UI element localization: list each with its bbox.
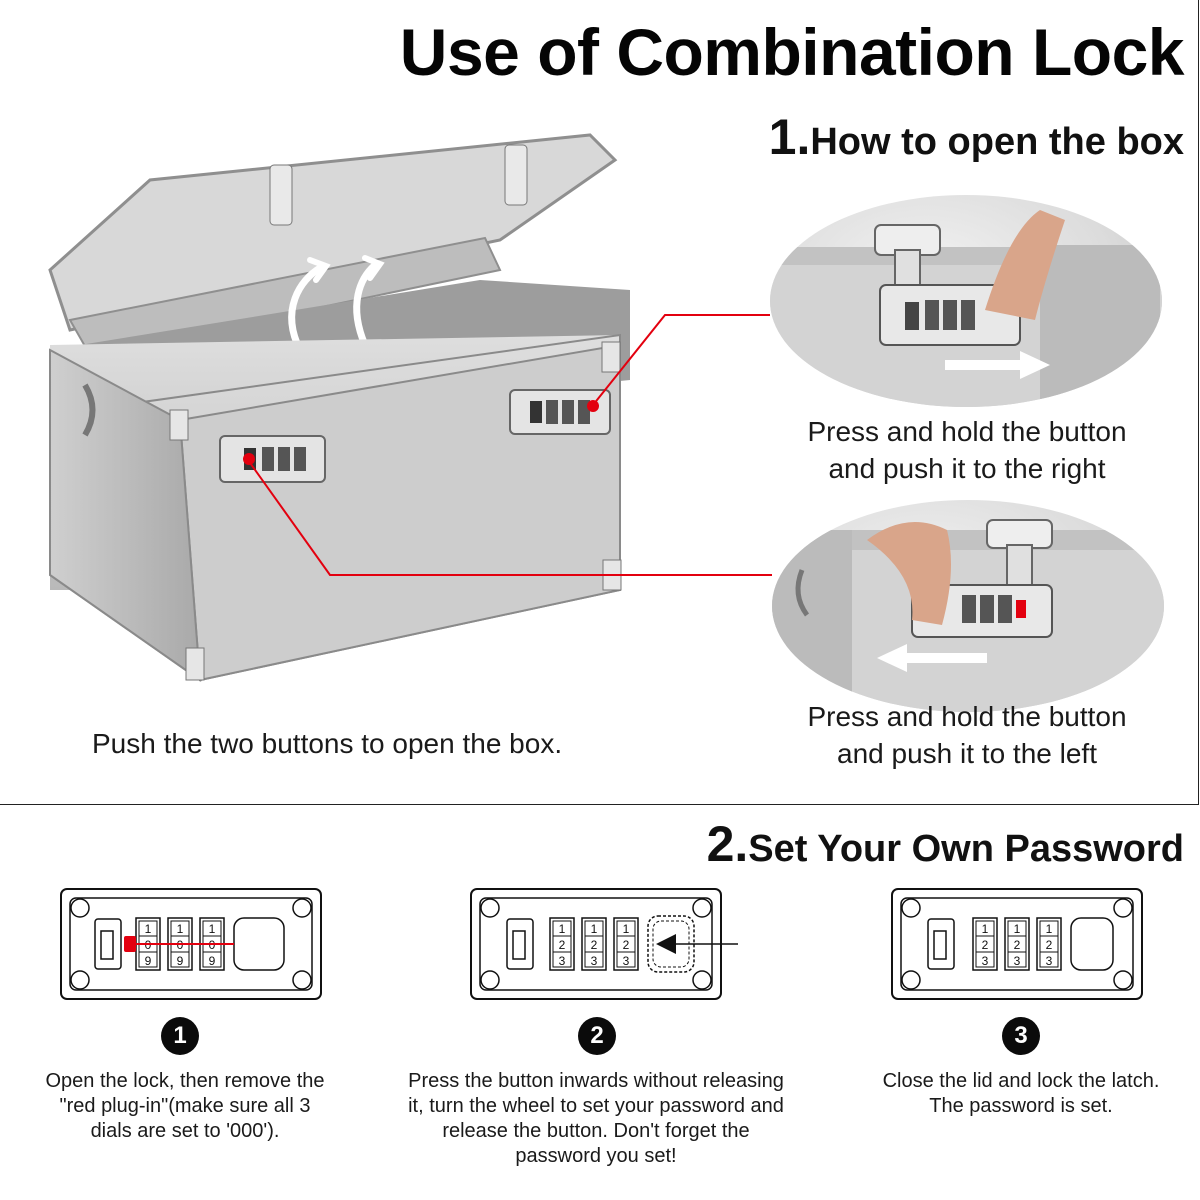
set-button xyxy=(647,915,695,973)
dial: 1 2 3 xyxy=(972,917,998,971)
dial-bot-digit: 3 xyxy=(559,954,566,968)
dial-top-digit: 1 xyxy=(1014,922,1021,936)
dial-mid-digit: 2 xyxy=(982,938,989,952)
caption-line: and push it to the left xyxy=(837,738,1097,769)
instruction-line: The password is set. xyxy=(929,1095,1113,1117)
section-2-title: Set Your Own Password xyxy=(748,828,1184,870)
dial-bot-digit: 9 xyxy=(209,954,216,968)
caption-line: and push it to the right xyxy=(828,453,1106,484)
dial-top-digit: 1 xyxy=(982,922,989,936)
dial-bot-digit: 3 xyxy=(1014,954,1021,968)
instruction-line: Close the lid and lock the latch. xyxy=(882,1070,1160,1092)
push-left-caption: Press and hold the button and push it to… xyxy=(752,698,1182,772)
dial-top-digit: 1 xyxy=(145,922,152,936)
dial: 1 2 3 xyxy=(1004,917,1030,971)
push-right-caption: Press and hold the button and push it to… xyxy=(752,413,1182,487)
lock-diagram-step-2: 1 2 3 1 2 3 1 2 3 xyxy=(470,888,738,1000)
how-to-open-panel xyxy=(0,0,1199,805)
instruction-line: dials are set to '000'). xyxy=(90,1120,280,1142)
dial-mid-digit: 2 xyxy=(559,938,566,952)
caption-line: Press and hold the button xyxy=(807,701,1127,732)
step-3-instructions: Close the lid and lock the latch. The pa… xyxy=(858,1069,1184,1119)
push-left-closeup xyxy=(772,500,1164,712)
press-arrow-icon xyxy=(656,934,676,954)
instruction-line: Press the button inwards without releasi… xyxy=(408,1070,784,1092)
dial-top-digit: 1 xyxy=(623,922,630,936)
section-1-number: 1. xyxy=(768,109,811,165)
box-caption: Push the two buttons to open the box. xyxy=(92,728,563,759)
dial-top-digit: 1 xyxy=(209,922,216,936)
section-2-number: 2. xyxy=(706,816,749,872)
dial: 1 2 3 xyxy=(581,917,607,971)
instruction-line: Open the lock, then remove the xyxy=(45,1070,325,1092)
instruction-line: it, turn the wheel to set your password … xyxy=(408,1095,784,1117)
dial-bot-digit: 3 xyxy=(623,954,630,968)
dial-bot-digit: 3 xyxy=(982,954,989,968)
red-plug-in xyxy=(124,936,136,952)
instruction-line: password you set! xyxy=(515,1145,677,1167)
page-title: Use of Combination Lock xyxy=(399,15,1185,89)
step-2-instructions: Press the button inwards without releasi… xyxy=(380,1069,812,1169)
dial-bot-digit: 3 xyxy=(591,954,598,968)
dial-mid-digit: 2 xyxy=(1046,938,1053,952)
push-right-closeup xyxy=(770,195,1162,407)
dial-top-digit: 1 xyxy=(591,922,598,936)
step-1-marker: 1 xyxy=(161,1017,199,1055)
dial: 1 2 3 xyxy=(549,917,575,971)
step-3-marker: 3 xyxy=(1002,1017,1040,1055)
dial-bot-digit: 9 xyxy=(177,954,184,968)
dial-top-digit: 1 xyxy=(177,922,184,936)
step-2-marker: 2 xyxy=(578,1017,616,1055)
step-1-instructions: Open the lock, then remove the "red plug… xyxy=(20,1069,350,1144)
dial-top-digit: 1 xyxy=(1046,922,1053,936)
dial-mid-digit: 2 xyxy=(623,938,630,952)
dial-top-digit: 1 xyxy=(559,922,566,936)
caption-line: Press and hold the button xyxy=(807,416,1127,447)
section-1-heading: 1.How to open the box xyxy=(769,108,1184,166)
dial-bot-digit: 9 xyxy=(145,954,152,968)
dial: 1 2 3 xyxy=(1036,917,1062,971)
section-2-heading: 2.Set Your Own Password xyxy=(707,815,1184,873)
dial-bot-digit: 3 xyxy=(1046,954,1053,968)
storage-box-illustration xyxy=(30,120,650,710)
dial: 1 2 3 xyxy=(613,917,639,971)
dial-mid-digit: 2 xyxy=(1014,938,1021,952)
lock-diagram-step-1: 1 0 9 1 0 9 1 0 9 xyxy=(60,888,322,1000)
section-1-title: How to open the box xyxy=(810,121,1184,163)
instruction-line: release the button. Don't forget the xyxy=(442,1120,750,1142)
instruction-line: "red plug-in"(make sure all 3 xyxy=(59,1095,311,1117)
dial-mid-digit: 2 xyxy=(591,938,598,952)
lock-diagram-step-3: 1 2 3 1 2 3 1 2 3 xyxy=(891,888,1153,1000)
